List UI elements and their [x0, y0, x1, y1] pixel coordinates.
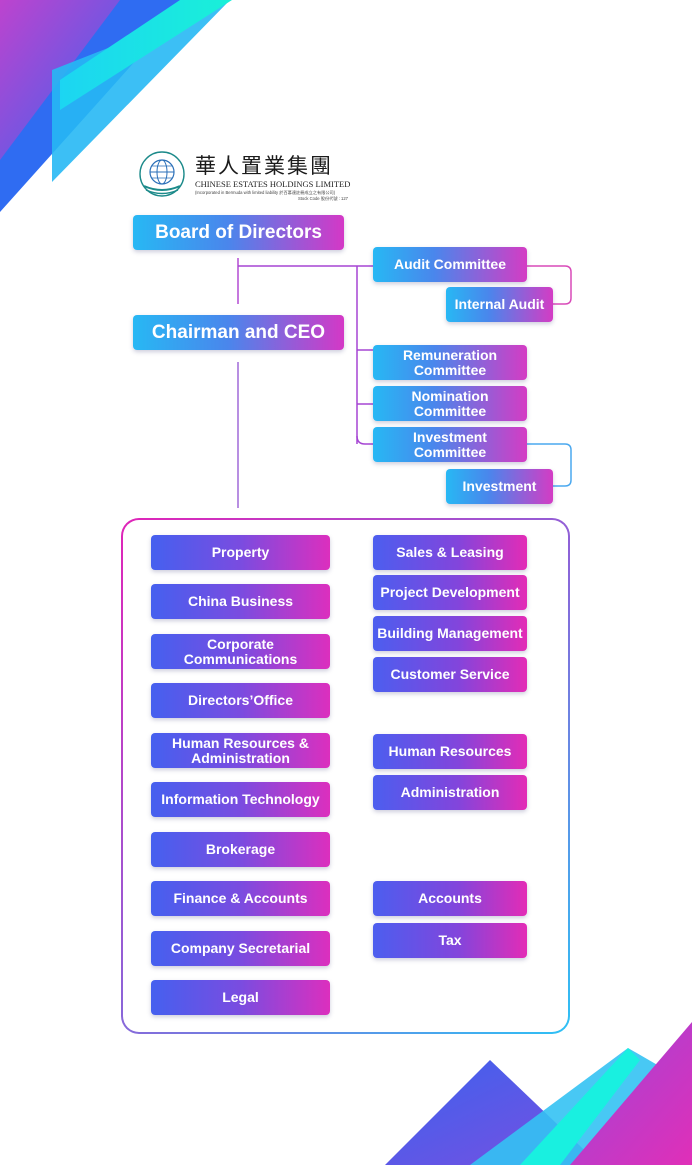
dept-legal: Legal: [151, 980, 330, 1015]
company-logo: 華人置業集團 CHINESE ESTATES HOLDINGS LIMITED …: [138, 150, 351, 205]
sub-tax: Tax: [373, 923, 527, 958]
logo-chinese-name: 華人置業集團: [195, 154, 333, 178]
dept-property: Property: [151, 535, 330, 570]
dept-corporate-communications: Corporate Communications: [151, 634, 330, 669]
internal-audit-box: Internal Audit: [446, 287, 553, 322]
logo-stock-code: Stock Code 股份代號 : 127: [297, 196, 348, 201]
logo-english-name: CHINESE ESTATES HOLDINGS LIMITED: [195, 179, 351, 189]
remuneration-committee-box: Remuneration Committee: [373, 345, 527, 380]
board-of-directors-box: Board of Directors: [133, 215, 344, 250]
sub-customer-service: Customer Service: [373, 657, 527, 692]
sub-administration: Administration: [373, 775, 527, 810]
dept-china-business: China Business: [151, 584, 330, 619]
chairman-ceo-box: Chairman and CEO: [133, 315, 344, 350]
dept-company-secretarial: Company Secretarial: [151, 931, 330, 966]
audit-committee-box: Audit Committee: [373, 247, 527, 282]
nomination-committee-box: Nomination Committee: [373, 386, 527, 421]
investment-box: Investment: [446, 469, 553, 504]
dept-finance-accounts: Finance & Accounts: [151, 881, 330, 916]
dept-brokerage: Brokerage: [151, 832, 330, 867]
dept-information-technology: Information Technology: [151, 782, 330, 817]
sub-sales-leasing: Sales & Leasing: [373, 535, 527, 570]
sub-human-resources: Human Resources: [373, 734, 527, 769]
globe-emblem-icon: [139, 151, 185, 197]
sub-building-management: Building Management: [373, 616, 527, 651]
dept-directors-office: Directors’Office: [151, 683, 330, 718]
logo-incorporation-note: (Incorporated in Bermuda with limited li…: [195, 190, 336, 195]
dept-hr-admin: Human Resources & Administration: [151, 733, 330, 768]
investment-committee-box: Investment Committee: [373, 427, 527, 462]
sub-accounts: Accounts: [373, 881, 527, 916]
sub-project-development: Project Development: [373, 575, 527, 610]
